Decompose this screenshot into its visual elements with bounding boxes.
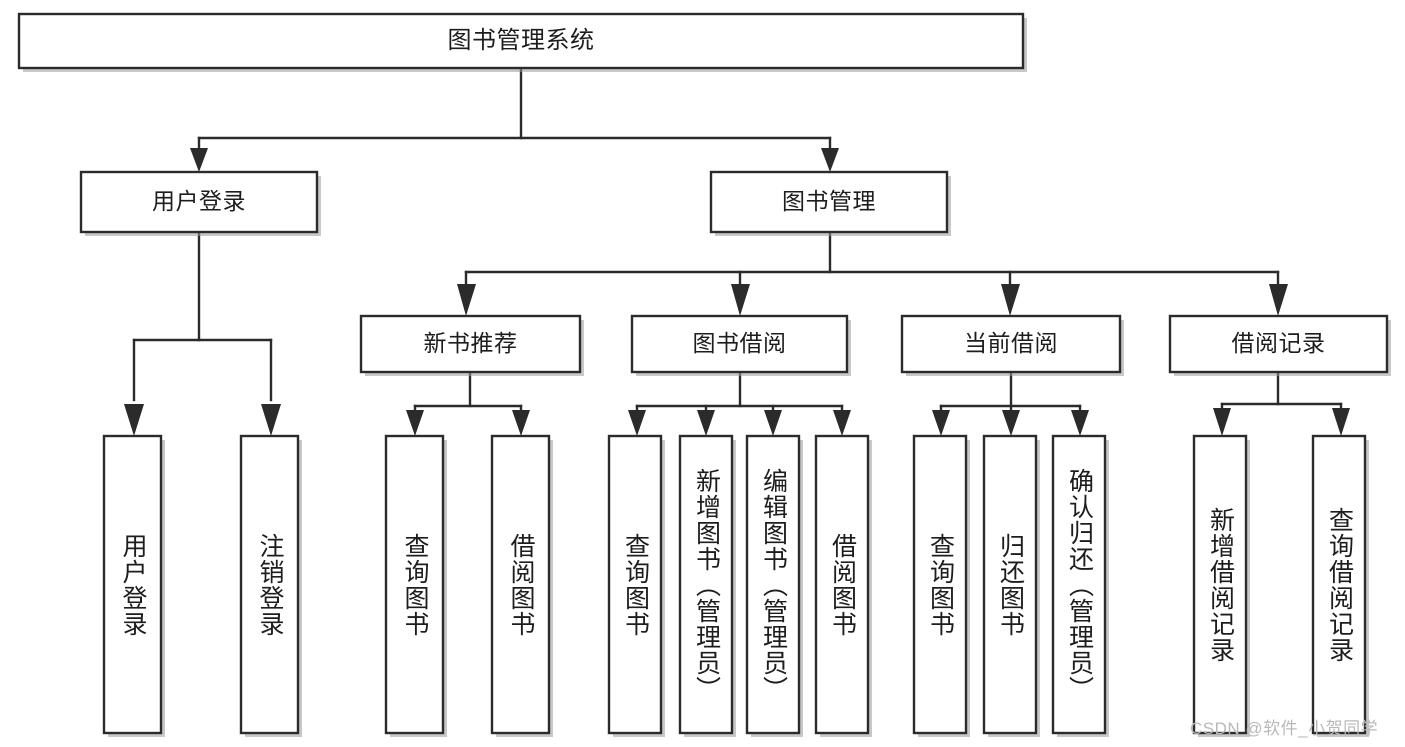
box-leaf-query-book-1[interactable] bbox=[384, 434, 445, 735]
arrowhead-leaf-borrow-book-2 bbox=[833, 410, 851, 436]
box-leaf-query-record[interactable] bbox=[1311, 434, 1367, 735]
arrowhead-current-borrow bbox=[1001, 284, 1020, 316]
box-leaf-borrow-book-2[interactable] bbox=[814, 434, 870, 735]
arrowhead-borrow-record bbox=[1269, 284, 1288, 316]
arrowhead-user-login bbox=[190, 148, 208, 172]
connector-layer bbox=[124, 66, 1350, 436]
arrowhead-book-management bbox=[821, 148, 839, 172]
arrowhead-leaf-query-book-3 bbox=[932, 410, 950, 436]
box-root[interactable] bbox=[17, 12, 1025, 70]
arrowhead-leaf-add-book bbox=[697, 410, 715, 436]
arrowhead-leaf-return-book bbox=[1002, 410, 1020, 436]
box-new-book-recommend[interactable] bbox=[359, 314, 582, 374]
arrowhead-leaf-user-logout bbox=[261, 404, 281, 436]
arrowhead-leaf-borrow-book-1 bbox=[512, 410, 530, 436]
box-leaf-confirm-return[interactable] bbox=[1051, 434, 1107, 735]
arrowhead-leaf-confirm-return bbox=[1071, 410, 1089, 436]
box-book-management[interactable] bbox=[709, 170, 949, 234]
arrowhead-leaf-query-book-2 bbox=[628, 410, 646, 436]
box-book-borrow[interactable] bbox=[630, 314, 849, 374]
box-leaf-edit-book[interactable] bbox=[745, 434, 801, 735]
arrowhead-leaf-query-record bbox=[1332, 408, 1350, 436]
box-leaf-return-book[interactable] bbox=[982, 434, 1038, 735]
box-leaf-add-record[interactable] bbox=[1192, 434, 1248, 735]
arrowhead-leaf-query-book-1 bbox=[406, 410, 424, 436]
box-leaf-query-book-3[interactable] bbox=[912, 434, 968, 735]
box-current-borrow[interactable] bbox=[900, 314, 1122, 374]
box-leaf-add-book[interactable] bbox=[678, 434, 734, 735]
arrowhead-leaf-edit-book bbox=[764, 410, 782, 436]
box-borrow-record[interactable] bbox=[1168, 314, 1389, 374]
node-box-layer bbox=[17, 12, 1391, 737]
box-user-login[interactable] bbox=[79, 170, 319, 234]
watermark-text: CSDN @软件_小贺同学 bbox=[1190, 719, 1379, 738]
box-leaf-borrow-book-1[interactable] bbox=[490, 434, 551, 735]
arrowhead-leaf-user-login bbox=[124, 404, 144, 436]
arrowhead-book-borrow bbox=[731, 284, 750, 316]
box-leaf-user-login[interactable] bbox=[102, 434, 163, 735]
arrowhead-leaf-add-record bbox=[1213, 408, 1231, 436]
box-leaf-user-logout[interactable] bbox=[239, 434, 300, 735]
box-leaf-query-book-2[interactable] bbox=[607, 434, 663, 735]
arrowhead-new-book-recommend bbox=[457, 284, 476, 316]
